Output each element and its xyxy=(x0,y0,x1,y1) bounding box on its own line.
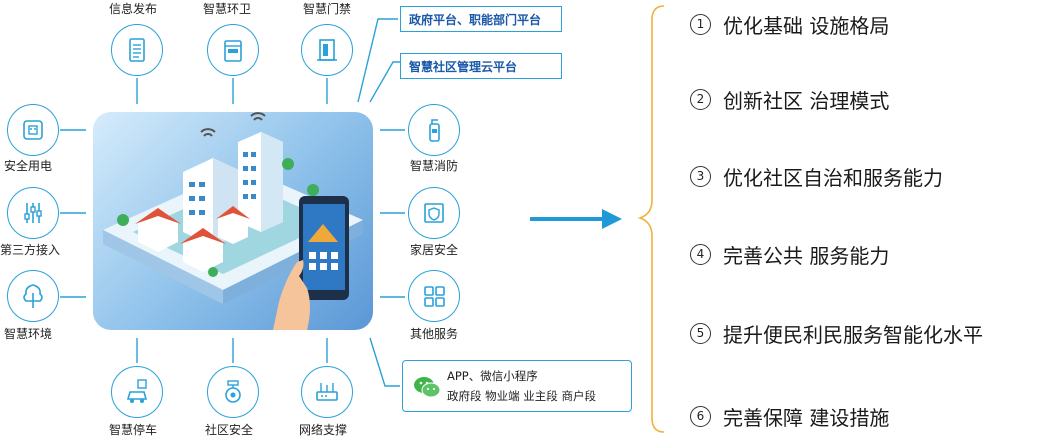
goal-item: 3 优化社区自治和服务能力 xyxy=(690,161,943,191)
service-sanitation[interactable] xyxy=(207,24,259,76)
service-fire[interactable] xyxy=(408,104,460,156)
goal-item: 2 创新社区 治理模式 xyxy=(690,84,889,114)
goal-number: 1 xyxy=(690,13,711,35)
goal-text: 优化基础 设施格局 xyxy=(723,13,890,38)
service-label-safe-electricity: 安全用电 xyxy=(4,159,53,173)
goal-item: 1 优化基础 设施格局 xyxy=(690,9,889,39)
access-control-icon xyxy=(317,39,337,61)
goal-text: 提升便民利民服务智能化水平 xyxy=(723,322,983,347)
service-community-security[interactable] xyxy=(207,366,259,418)
fire-extinguisher-icon xyxy=(429,119,440,142)
service-access-control[interactable] xyxy=(301,24,353,76)
service-parking[interactable] xyxy=(111,366,163,418)
service-label-environment: 智慧环境 xyxy=(4,327,53,341)
app-platform-line2: 政府段 物业端 业主段 商户段 xyxy=(447,389,596,403)
service-network[interactable] xyxy=(301,366,353,418)
service-label-third-party: 第三方接入 xyxy=(0,243,61,257)
service-label-info-release: 信息发布 xyxy=(109,2,158,16)
goal-number: 2 xyxy=(690,88,711,110)
right-arrow-icon xyxy=(530,209,622,229)
home-security-icon xyxy=(424,203,444,223)
goal-item: 5 提升便民利民服务智能化水平 xyxy=(690,318,983,348)
goal-number: 3 xyxy=(690,165,711,187)
service-home-security[interactable] xyxy=(408,187,460,239)
service-label-parking: 智慧停车 xyxy=(109,423,158,437)
power-outlet-icon xyxy=(23,120,43,140)
service-label-other: 其他服务 xyxy=(410,327,459,341)
app-platform-line1: APP、微信小程序 xyxy=(447,369,538,383)
gov-platform-box: 政府平台、职能部门平台 xyxy=(400,6,562,32)
service-third-party[interactable] xyxy=(7,187,59,239)
cloud-platform-box: 智慧社区管理云平台 xyxy=(400,53,562,79)
goal-number: 4 xyxy=(690,243,711,265)
service-label-home-security: 家居安全 xyxy=(410,243,459,257)
goal-number: 6 xyxy=(690,405,711,427)
service-label-access-control: 智慧门禁 xyxy=(303,2,352,16)
service-label-network: 网络支撑 xyxy=(299,423,348,437)
grid-icon xyxy=(424,286,445,307)
service-info-release[interactable] xyxy=(111,24,163,76)
app-platform-box: APP、微信小程序 政府段 物业端 业主段 商户段 xyxy=(402,360,632,412)
service-label-fire: 智慧消防 xyxy=(410,159,459,173)
gov-platform-label: 政府平台、职能部门平台 xyxy=(409,12,542,27)
goal-text: 完善保障 建设措施 xyxy=(723,405,890,430)
smart-city-illustration xyxy=(93,112,373,330)
service-safe-electricity[interactable] xyxy=(7,104,59,156)
router-icon xyxy=(316,383,338,401)
goal-item: 6 完善保障 建设措施 xyxy=(690,401,889,431)
service-other[interactable] xyxy=(408,270,460,322)
cloud-platform-label: 智慧社区管理云平台 xyxy=(409,59,518,74)
goal-number: 5 xyxy=(690,322,711,344)
sliders-icon xyxy=(24,203,42,223)
goal-item: 4 完善公共 服务能力 xyxy=(690,239,889,269)
wechat-icon xyxy=(414,377,441,398)
document-icon xyxy=(129,38,145,62)
tree-icon xyxy=(23,284,43,308)
goal-text: 优化社区自治和服务能力 xyxy=(723,165,943,190)
service-environment[interactable] xyxy=(7,270,59,322)
sanitation-icon xyxy=(224,40,242,62)
service-label-sanitation: 智慧环卫 xyxy=(203,2,252,16)
goal-text: 创新社区 治理模式 xyxy=(723,88,890,113)
curly-brace xyxy=(637,5,665,433)
car-icon xyxy=(126,379,148,403)
camera-icon xyxy=(225,380,241,403)
service-label-community-security: 社区安全 xyxy=(205,423,254,437)
goal-text: 完善公共 服务能力 xyxy=(723,243,890,268)
